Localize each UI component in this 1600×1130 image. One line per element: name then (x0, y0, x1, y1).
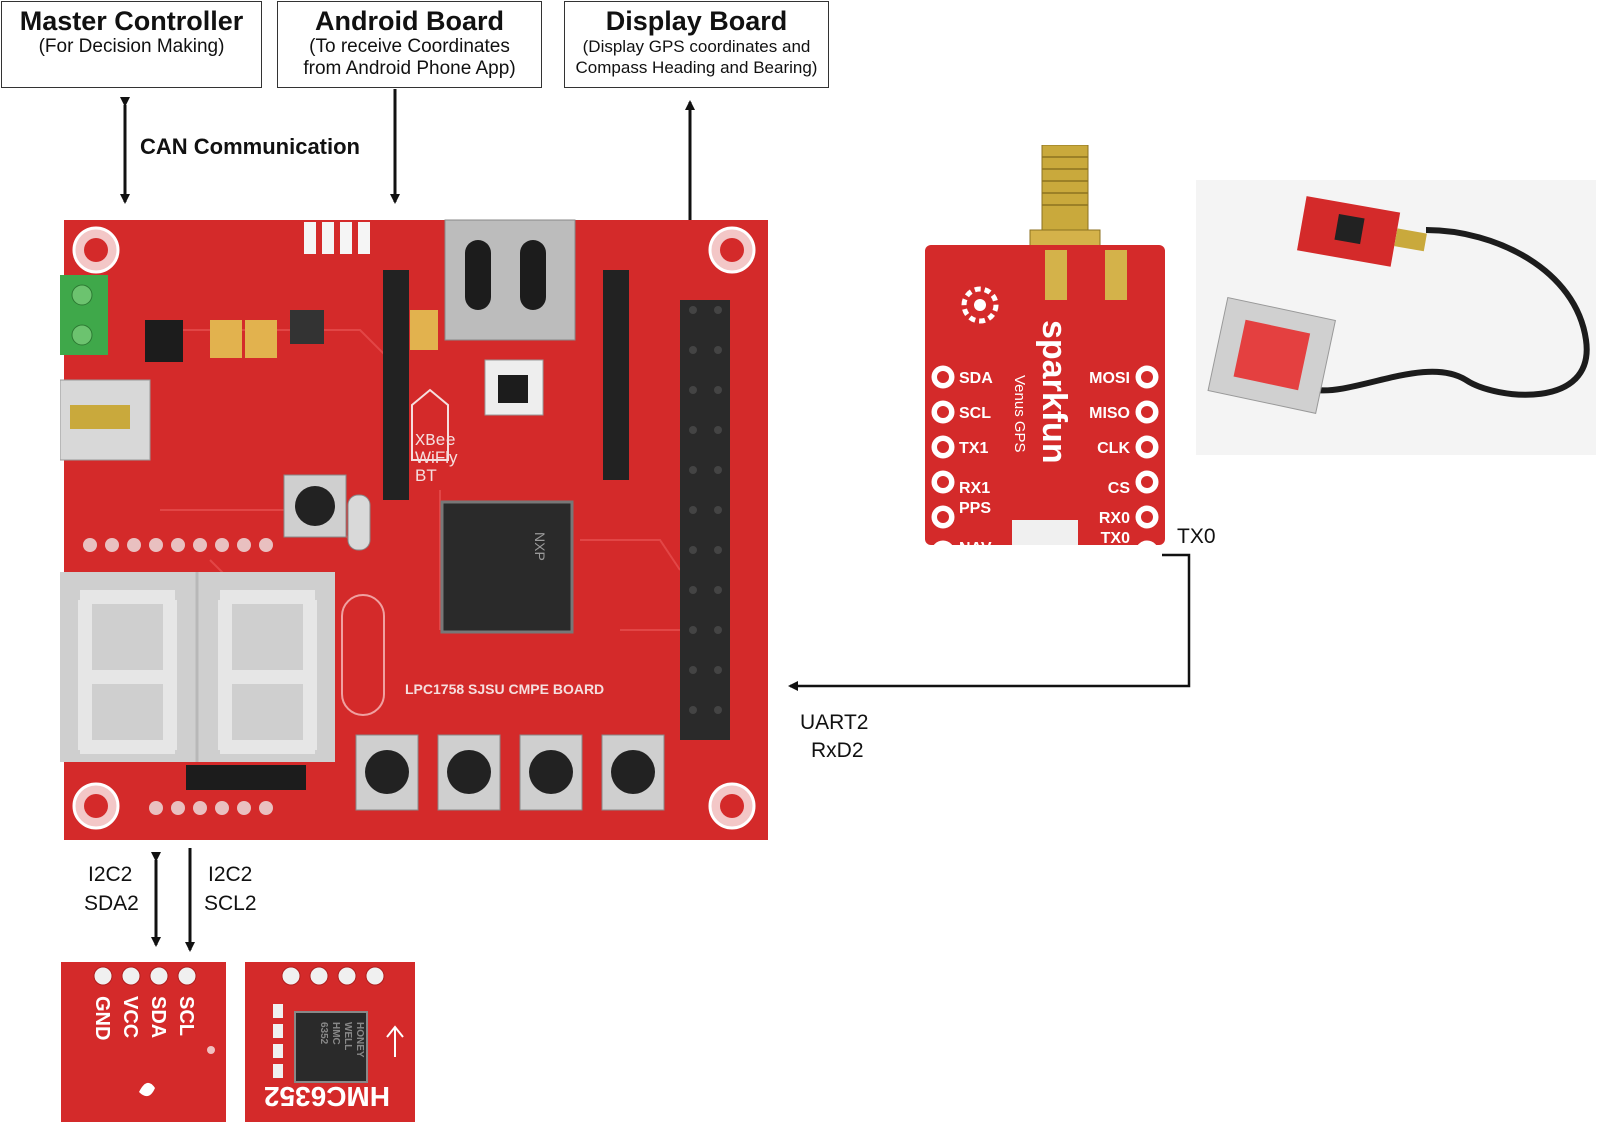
gps-antenna-module (1196, 180, 1596, 455)
compass-pin-gnd: GND (91, 996, 113, 1040)
gps-pin-sda: SDA (959, 370, 993, 387)
gps-pin-miso: MISO (1089, 405, 1130, 422)
venus-gps-board: sparkfun Venus GPS SDASCLTX1RX1PPSNAVGND… (925, 145, 1170, 545)
gps-pin-mosi: MOSI (1089, 370, 1130, 387)
board-name: LPC1758 SJSU CMPE BOARD (405, 681, 604, 697)
gps-pin-tx0: TX0 (1101, 530, 1130, 545)
gps-pin-pps: PPS (959, 500, 991, 517)
gps-model: Venus GPS (1011, 375, 1028, 453)
bt-label: BT (415, 466, 437, 485)
gps-pin-scl: SCL (959, 405, 991, 422)
lpc1758-board: XBee WiFly BT NXP LPC1758 SJSU CMPE BOAR… (60, 210, 770, 850)
gps-pin-rx1: RX1 (959, 480, 990, 497)
chip-marking-line: WELL (342, 1022, 353, 1050)
gps-pin-rx0: RX0 (1099, 510, 1130, 527)
chip-marking-line: HMC (330, 1022, 341, 1045)
chip-marking-line: 6352 (318, 1022, 329, 1045)
gps-pin-clk: CLK (1097, 440, 1130, 457)
gps-brand: sparkfun (1035, 320, 1073, 464)
compass-pin-sda: SDA (147, 996, 169, 1038)
compass-pin-vcc: VCC (119, 996, 141, 1038)
chip-marking-line: HONEY (354, 1022, 365, 1058)
compass-pin-scl: SCL (175, 996, 197, 1036)
gps-pin-cs: CS (1108, 480, 1131, 497)
chip-brand: NXP (532, 532, 548, 561)
uart-arrow (790, 555, 1189, 686)
compass-breakout-pins: GND VCC SDA SCL (61, 962, 226, 1122)
compass-chip-name: HMC6352 (264, 1081, 390, 1112)
gps-pin-nav: NAV (959, 540, 992, 545)
gps-pin-tx1: TX1 (959, 440, 988, 457)
wifly-label: WiFly (415, 448, 458, 467)
